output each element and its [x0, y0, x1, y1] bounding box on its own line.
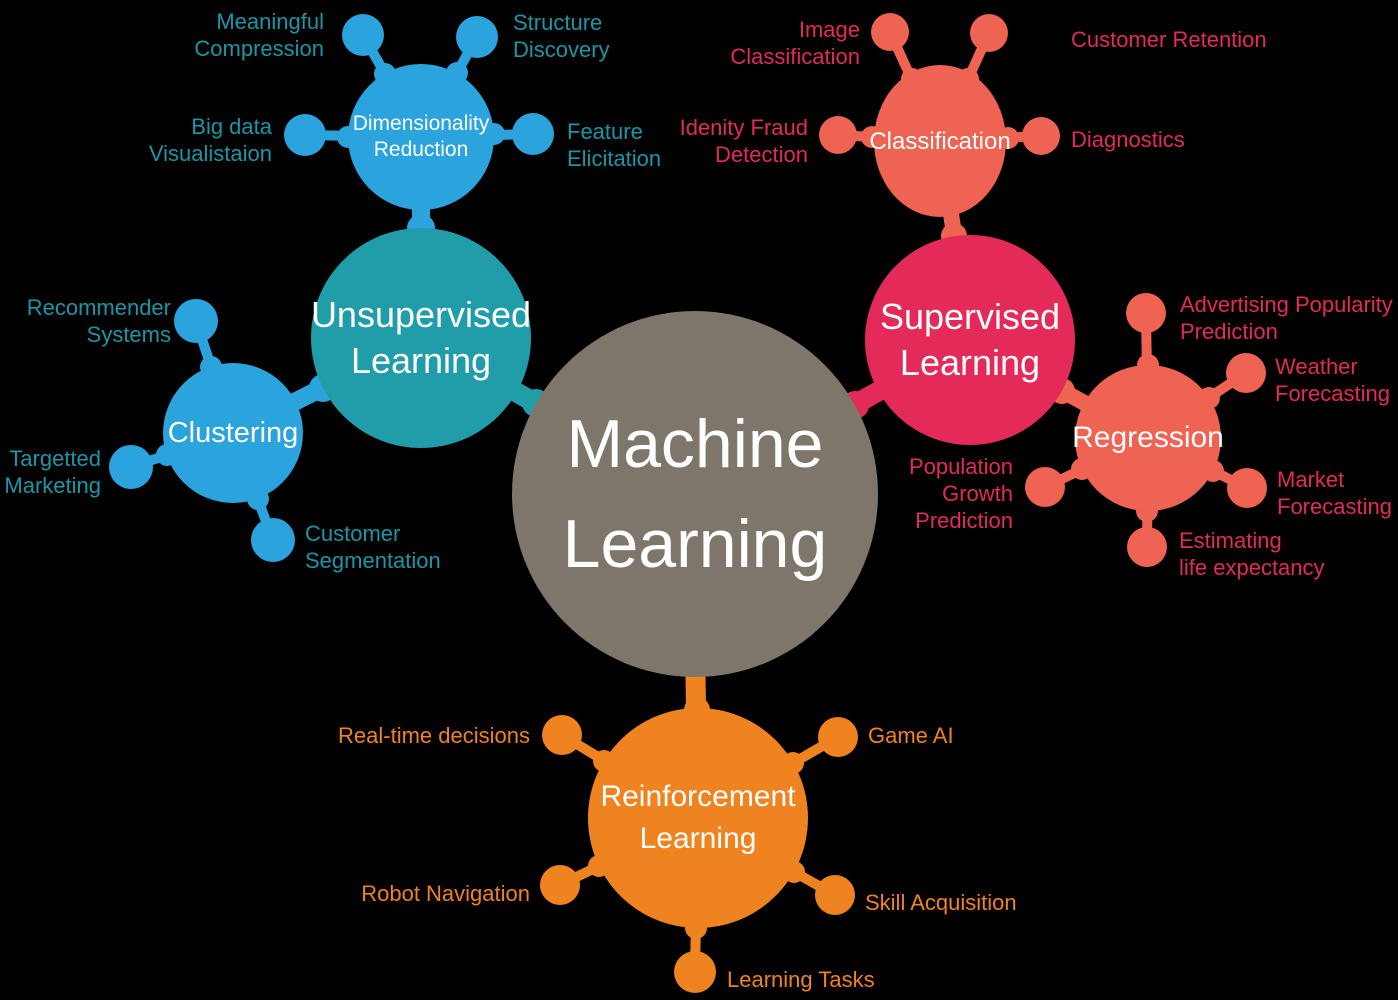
satellite-customer-retention [970, 14, 1008, 52]
label-game-ai: Game AI [868, 723, 954, 748]
node-reinforcement-learning: Reinforcement Learning [588, 708, 808, 928]
label-real-time-decisions: Real-time decisions [338, 723, 530, 748]
label-idenity-fraud-detection: Idenity Fraud Detection [679, 115, 808, 167]
satellite-learning-tasks [674, 951, 716, 993]
label-estimating-life-expectancy: Estimating life expectancy [1179, 528, 1325, 580]
satellite-real-time-decisions [542, 715, 582, 755]
node-machine-learning: Machine Learning [512, 311, 878, 677]
label-customer-segmentation: Customer Segmentation [305, 521, 441, 573]
satellite-estimating-life-expectancy [1127, 527, 1167, 567]
node-dimensionality-reduction: Dimensionality Reduction [348, 64, 494, 210]
satellite-robot-navigation [540, 865, 580, 905]
node-classification: Classification [869, 65, 1011, 217]
satellite-recommender-systems [174, 299, 218, 343]
satellite-weather-forecasting [1226, 353, 1266, 393]
label-meaningful-compression: Meaningful Compression [194, 9, 324, 61]
label-weather-forecasting: Weather Forecasting [1275, 354, 1390, 406]
label-robot-navigation: Robot Navigation [361, 881, 530, 906]
satellite-market-forecasting [1227, 468, 1267, 508]
satellite-image-classification [871, 13, 909, 51]
label-feature-elicitation: Feature Elicitation [567, 119, 662, 171]
satellite-population-growth-prediction [1025, 467, 1065, 507]
satellite-idenity-fraud-detection [819, 116, 857, 154]
satellite-customer-segmentation [251, 518, 295, 562]
label-skill-acquisition: Skill Acquisition [865, 890, 1017, 915]
satellite-diagnostics [1022, 117, 1060, 155]
label-structure-discovery: Structure Discovery [513, 10, 610, 62]
node-clustering: Clustering [163, 363, 303, 503]
node-regression: Regression [1072, 365, 1224, 511]
label-targetted-marketing: Targetted Marketing [4, 446, 101, 498]
label-diagnostics: Diagnostics [1071, 127, 1185, 152]
node-supervised-learning: Supervised Learning [865, 235, 1075, 445]
label-image-classification: Image Classification [730, 17, 860, 69]
node-unsupervised-learning: Unsupervised Learning [311, 228, 531, 448]
label-population-growth-prediction: Population Growth Prediction [909, 454, 1013, 533]
label-big-data-visualistaion: Big data Visualistaion [148, 114, 272, 166]
satellite-meaningful-compression [342, 14, 384, 56]
satellite-advertising-popularity-prediction [1126, 293, 1166, 333]
label-market-forecasting: Market Forecasting [1277, 467, 1392, 519]
label-customer-retention: Customer Retention [1071, 27, 1267, 52]
label-advertising-popularity-prediction: Advertising Popularity Prediction [1180, 292, 1393, 344]
label-recommender-systems: Recommender Systems [26, 295, 171, 347]
satellite-game-ai [818, 717, 858, 757]
satellite-big-data-visualistaion [284, 114, 326, 156]
satellite-targetted-marketing [109, 445, 153, 489]
label-learning-tasks: Learning Tasks [727, 967, 875, 992]
satellite-skill-acquisition [815, 875, 855, 915]
satellite-feature-elicitation [512, 113, 554, 155]
satellite-structure-discovery [456, 16, 498, 58]
